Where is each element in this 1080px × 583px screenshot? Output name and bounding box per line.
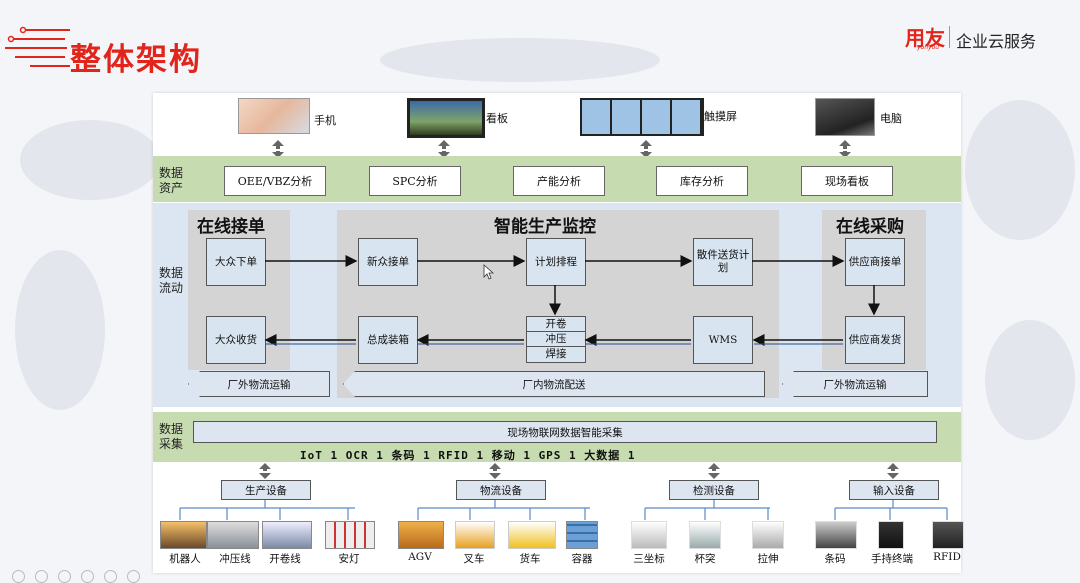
data-assets-label: 数据资产: [158, 166, 183, 195]
agv-photo-icon: [398, 521, 444, 549]
equip-label-andon: 安灯: [338, 553, 360, 565]
andon-photo-icon: [325, 521, 375, 549]
node-new-order: 新众接单: [358, 238, 418, 286]
equip-label-robot: 机器人: [169, 553, 201, 565]
internal-logistics: 厂内物流配送: [343, 371, 765, 397]
node-plan-schedule: 计划排程: [526, 238, 586, 286]
equip-label-uncoil-line: 开卷线: [269, 553, 301, 565]
laptop-icon: [815, 98, 875, 136]
equip-label-cmm: 三坐标: [633, 553, 665, 565]
container-photo-icon: [566, 521, 598, 549]
node-vw-receive: 大众收货: [206, 316, 266, 364]
pen-tool-icon[interactable]: [58, 570, 71, 583]
asset-spc: SPC分析: [369, 166, 461, 196]
device-label-phone: 手机: [314, 114, 336, 127]
procurement-title: 在线采购: [836, 217, 904, 237]
node-supplier-ship: 供应商发货: [845, 316, 905, 364]
rfid-reader-photo-icon: [932, 521, 964, 549]
equip-label-container: 容器: [571, 553, 593, 565]
robot-photo-icon: [160, 521, 207, 549]
equip-group-inspection: 检测设备: [669, 480, 759, 500]
collection-tech-list: IoT 1 OCR 1 条码 1 RFID 1 移动 1 GPS 1 大数据 1: [300, 449, 636, 462]
equip-label-agv: AGV: [408, 551, 432, 563]
equip-group-logistics: 物流设备: [456, 480, 546, 500]
iot-collection-bar: 现场物联网数据智能采集: [193, 421, 937, 443]
page-title: 整体架构: [70, 42, 202, 78]
press-line-photo-icon: [207, 521, 259, 549]
online-order-title: 在线接单: [197, 217, 265, 237]
slide-next-icon[interactable]: [35, 570, 48, 583]
node-assembly-pack: 总成装箱: [358, 316, 418, 364]
truck-photo-icon: [508, 521, 556, 549]
cmm-photo-icon: [631, 521, 667, 549]
node-wms: WMS: [693, 316, 753, 364]
equip-label-rfid: RFID: [933, 551, 961, 563]
forklift-photo-icon: [455, 521, 495, 549]
device-label-laptop: 电脑: [880, 112, 902, 125]
production-title: 智能生产监控: [494, 217, 596, 237]
more-options-icon[interactable]: [127, 570, 140, 583]
equip-group-production: 生产设备: [221, 480, 311, 500]
tensile-test-photo-icon: [752, 521, 784, 549]
brand-logo-sub: yonyou: [917, 44, 940, 51]
phone-photo-icon: [238, 98, 310, 134]
touchscreen-wall-icon: [580, 98, 704, 136]
handheld-terminal-photo-icon: [878, 521, 904, 549]
barcode-scanner-photo-icon: [815, 521, 857, 549]
external-logistics-left: 厂外物流运输: [188, 371, 330, 397]
asset-board: 现场看板: [801, 166, 893, 196]
equip-label-press-line: 冲压线: [219, 553, 251, 565]
equip-label-cup-test: 杯突: [694, 553, 716, 565]
node-supplier-order: 供应商接单: [845, 238, 905, 286]
zoom-icon[interactable]: [104, 570, 117, 583]
cup-test-photo-icon: [689, 521, 721, 549]
asset-oee: OEE/VBZ分析: [224, 166, 326, 196]
equip-group-input: 输入设备: [849, 480, 939, 500]
uncoil-line-photo-icon: [262, 521, 312, 549]
node-vw-order: 大众下单: [206, 238, 266, 286]
brand-logo: 用友: [905, 26, 945, 50]
monitor-board-icon: [407, 98, 485, 138]
speed-lines-decoration: [5, 26, 70, 67]
slide-grid-icon[interactable]: [81, 570, 94, 583]
node-stage-weld: 焊接: [526, 346, 586, 363]
equip-label-handheld: 手持终端: [871, 553, 913, 565]
data-flow-label: 数据流动: [158, 266, 183, 295]
slide-prev-icon[interactable]: [12, 570, 25, 583]
device-label-touchscreen: 触摸屏: [704, 110, 737, 123]
brand-divider: [949, 26, 950, 48]
node-stage-stamp: 冲压: [526, 331, 586, 348]
equip-label-barcode: 条码: [824, 553, 846, 565]
node-parts-plan: 散件送货计划: [693, 238, 753, 286]
asset-capacity: 产能分析: [513, 166, 605, 196]
brand-service-text: 企业云服务: [956, 32, 1037, 51]
device-label-board: 看板: [486, 112, 508, 125]
data-collection-label: 数据采集: [158, 422, 183, 451]
equip-label-forklift: 叉车: [463, 553, 485, 565]
equip-label-tensile: 拉伸: [757, 553, 779, 565]
asset-inventory: 库存分析: [656, 166, 748, 196]
external-logistics-right: 厂外物流运输: [782, 371, 928, 397]
equip-label-truck: 货车: [519, 553, 541, 565]
